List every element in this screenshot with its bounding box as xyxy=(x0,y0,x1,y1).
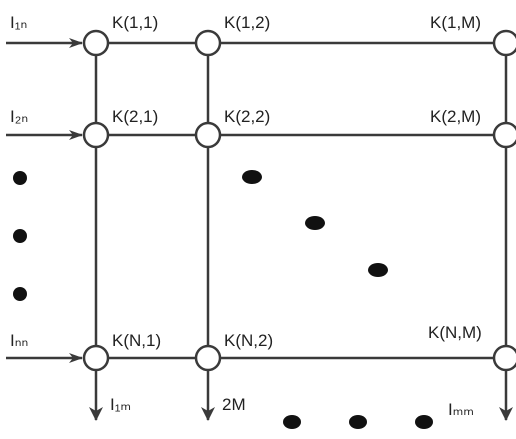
input-label-n: Iₙₙ xyxy=(10,331,28,350)
node-label-n-m: K(N,M) xyxy=(428,323,482,342)
bottom-ellipsis-dot-3 xyxy=(415,415,433,429)
left-ellipsis-dot-3 xyxy=(13,287,27,301)
node-label-n-2: K(N,2) xyxy=(224,331,273,350)
node-label-1-m: K(1,M) xyxy=(430,13,481,32)
node-n-m xyxy=(492,344,516,372)
node-2-m xyxy=(492,121,516,149)
input-label-2: I₂ₙ xyxy=(10,107,28,126)
node-2-1 xyxy=(82,121,110,149)
input-arrows xyxy=(6,38,83,363)
ellipsis-dots xyxy=(13,170,433,429)
node-label-1-1: K(1,1) xyxy=(112,13,158,32)
node-1-1 xyxy=(82,29,110,57)
bottom-ellipsis-dot-2 xyxy=(349,415,367,429)
left-ellipsis-dot-1 xyxy=(13,171,27,185)
node-label-2-2: K(2,2) xyxy=(224,107,270,126)
node-1-m xyxy=(492,29,516,57)
output-label-m: Iₘₘ xyxy=(448,400,474,419)
node-label-2-1: K(2,1) xyxy=(112,107,158,126)
node-label-2-m: K(2,M) xyxy=(430,107,481,126)
left-ellipsis-dot-2 xyxy=(13,229,27,243)
output-arrows xyxy=(89,370,513,421)
input-label-1: I₁ₙ xyxy=(10,13,27,32)
node-1-2 xyxy=(194,29,222,57)
node-n-2 xyxy=(194,344,222,372)
diagonal-ellipsis-dot-1 xyxy=(242,170,262,184)
node-label-1-2: K(1,2) xyxy=(224,13,270,32)
node-label-n-1: K(N,1) xyxy=(112,331,161,350)
output-label-2: 2M xyxy=(222,395,246,414)
bottom-ellipsis-dot-1 xyxy=(283,415,301,429)
node-n-1 xyxy=(82,344,110,372)
output-label-1: I₁ₘ xyxy=(110,395,131,414)
diagonal-ellipsis-dot-3 xyxy=(368,263,388,277)
diagonal-ellipsis-dot-2 xyxy=(305,216,325,230)
node-2-2 xyxy=(194,121,222,149)
nodes xyxy=(82,29,516,372)
grid-lines xyxy=(94,41,508,360)
